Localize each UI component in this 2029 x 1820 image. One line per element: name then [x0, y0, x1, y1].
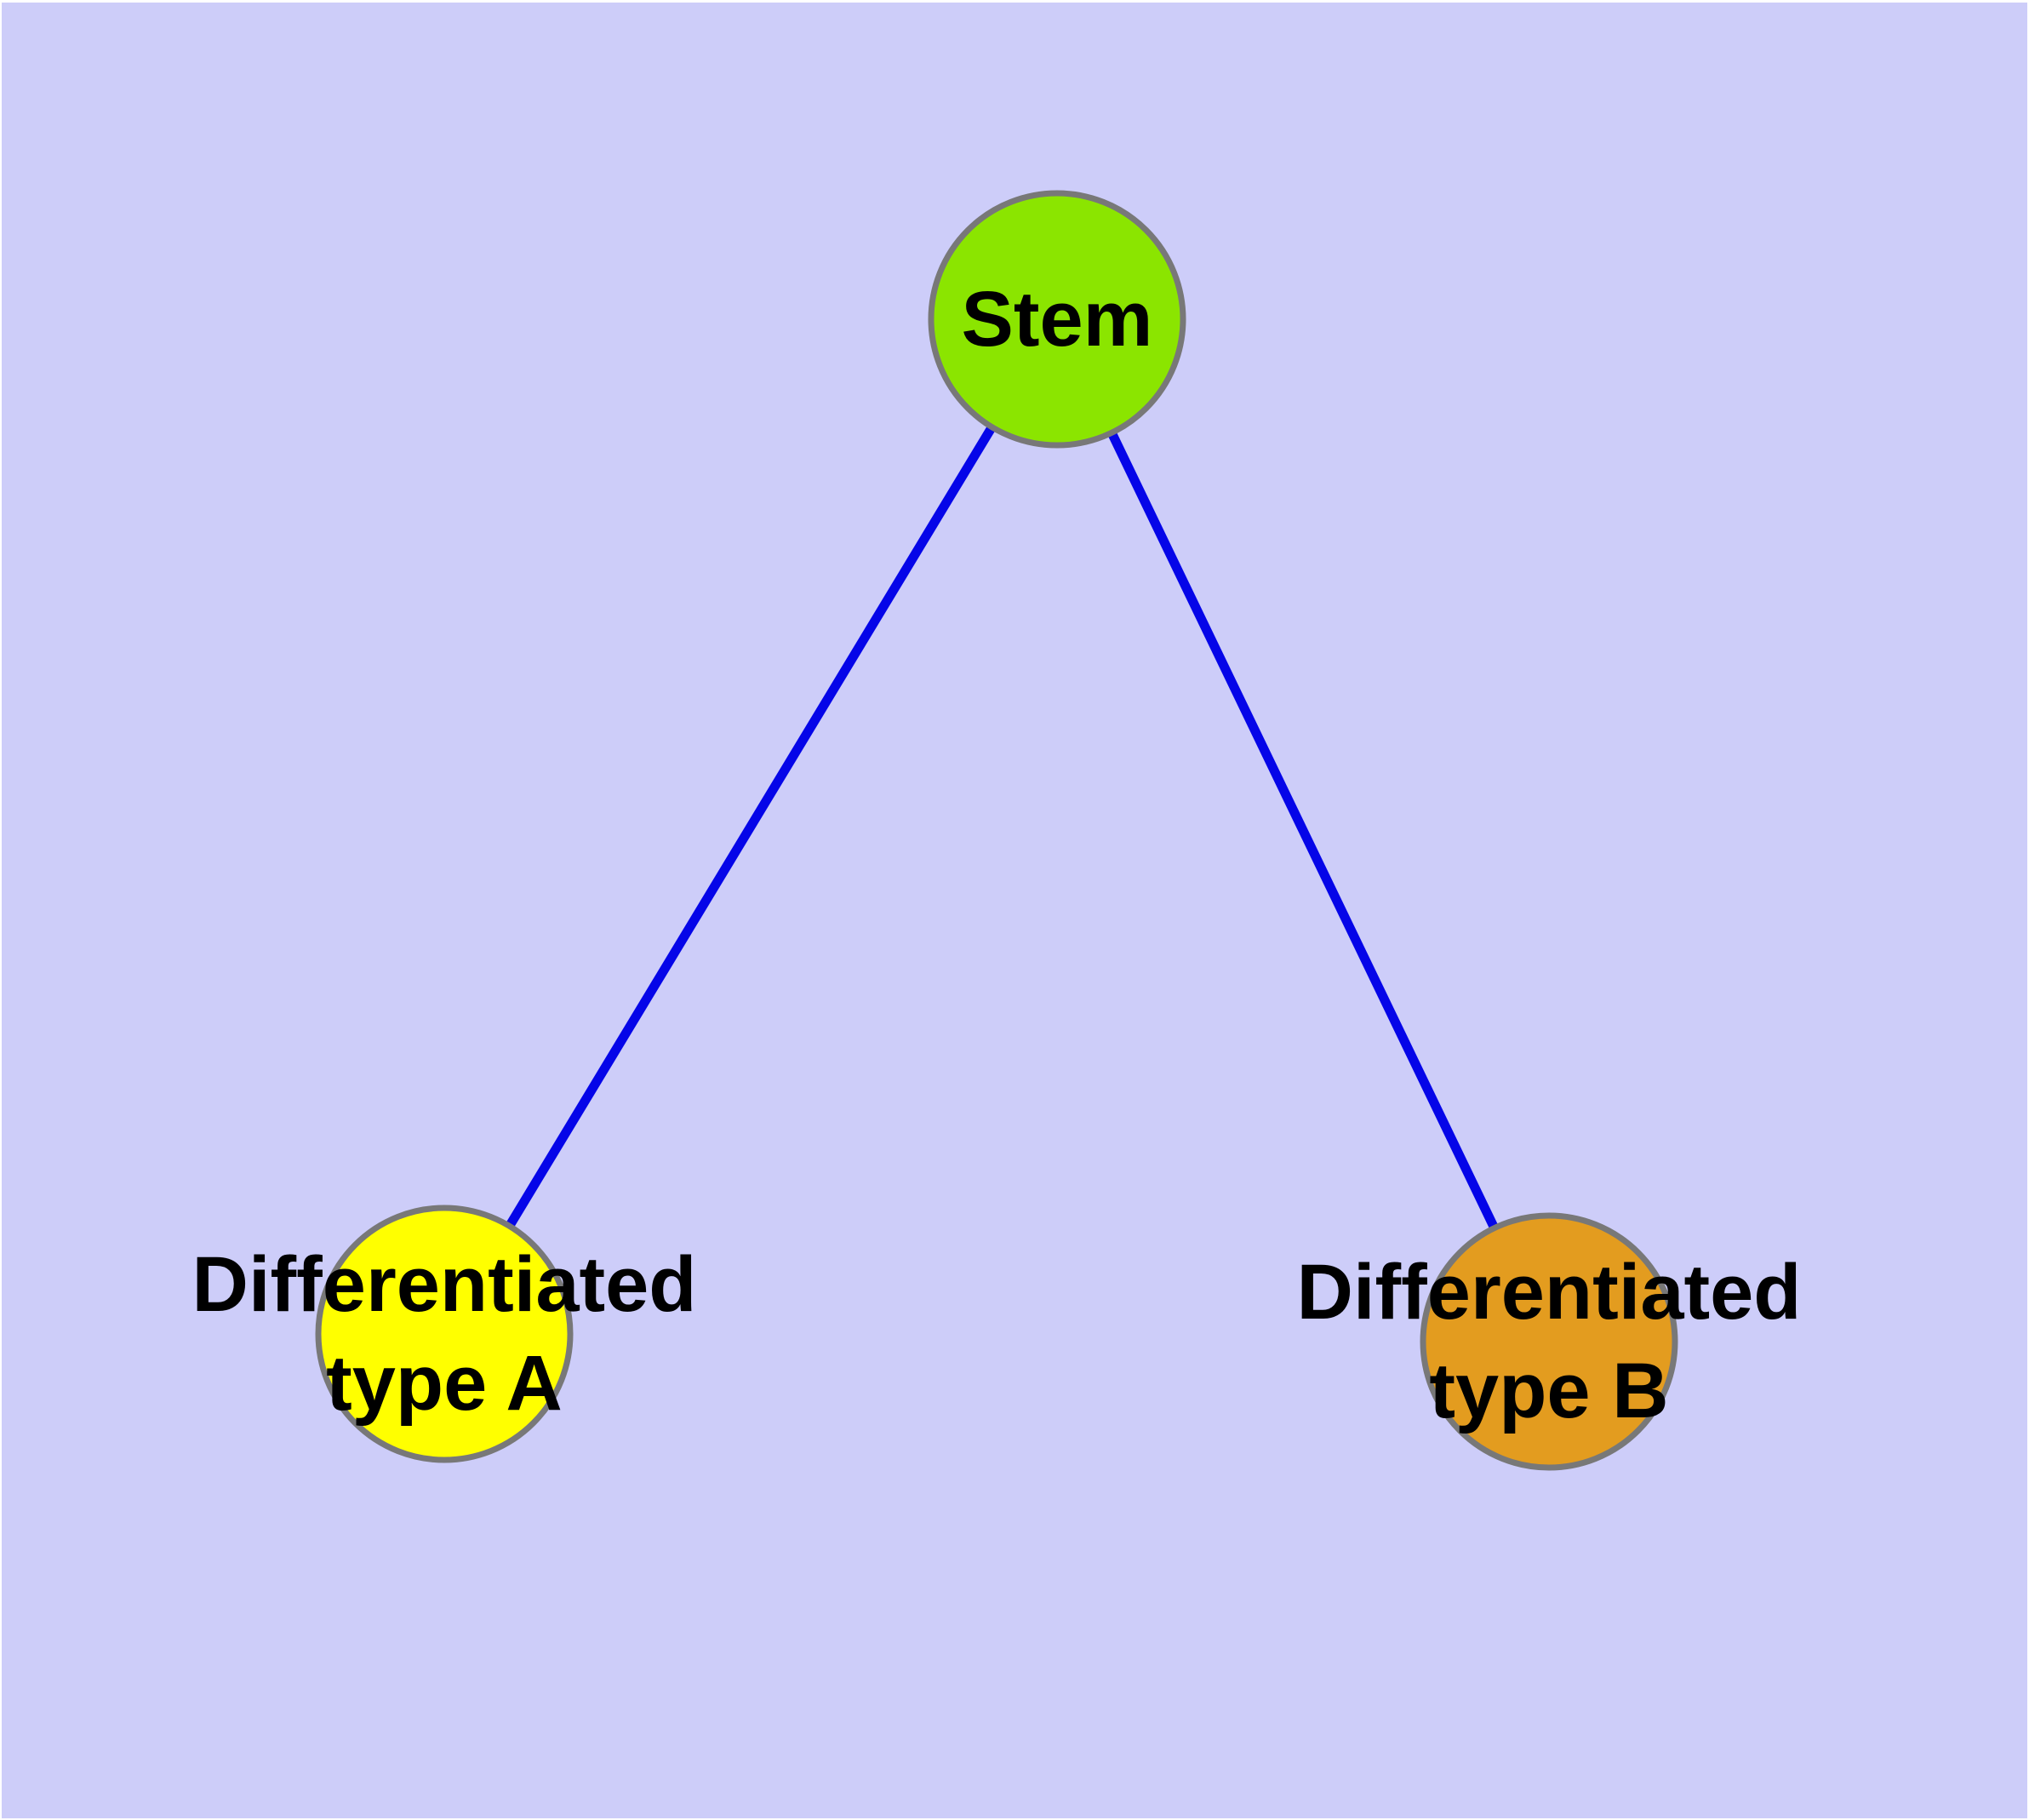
graph-edge-stem-type-b — [1053, 317, 1553, 1344]
graph-edge-stem-type-a — [440, 317, 1061, 1336]
graph-node-stem — [928, 190, 1186, 449]
nodes-layer — [315, 190, 1678, 1471]
graph-svg — [315, 190, 1678, 1471]
graph-node-type-a — [315, 1205, 574, 1463]
edges-layer — [440, 317, 1553, 1344]
graph-node-type-b — [1420, 1212, 1678, 1471]
